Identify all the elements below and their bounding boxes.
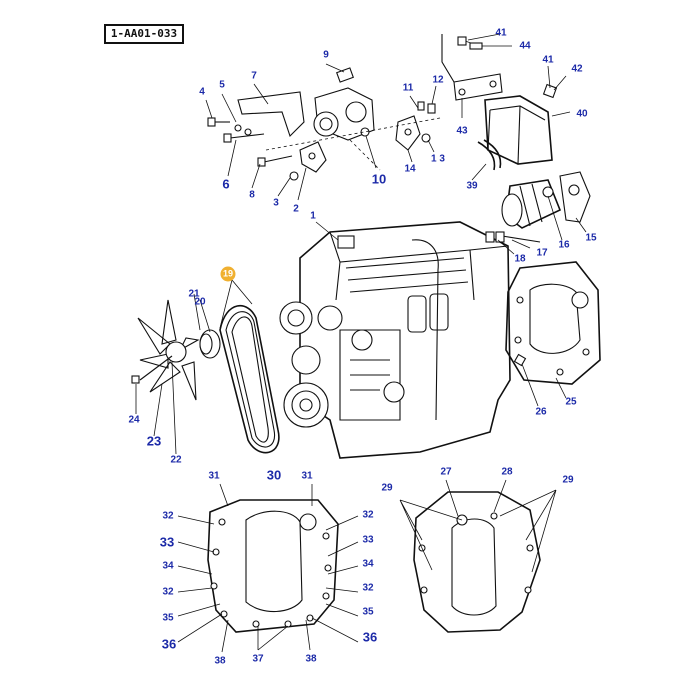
callout-4[interactable]: 4	[199, 86, 205, 98]
callout-16[interactable]: 16	[558, 239, 570, 251]
bracket-assembly	[441, 34, 558, 101]
callout-36-right[interactable]: 36	[362, 629, 378, 645]
fan-22	[131, 299, 200, 401]
callout-41-top[interactable]: 41	[495, 27, 507, 39]
cover-40	[484, 95, 553, 165]
belt-19	[219, 304, 280, 454]
callout-25[interactable]: 25	[565, 396, 577, 408]
callout-33-left[interactable]: 33	[159, 534, 175, 550]
callout-40[interactable]: 40	[576, 108, 588, 120]
callout-37[interactable]: 37	[252, 653, 264, 665]
callout-5[interactable]: 5	[219, 79, 225, 91]
callout-39[interactable]: 39	[466, 180, 478, 192]
callout-32-r2[interactable]: 32	[362, 582, 374, 594]
callout-33-right[interactable]: 33	[362, 534, 374, 546]
callout-35-left[interactable]: 35	[162, 612, 174, 624]
callout-14[interactable]: 14	[404, 163, 416, 175]
callout-17[interactable]: 17	[536, 247, 548, 259]
tensioner-group	[207, 67, 441, 181]
callout-38-right[interactable]: 38	[305, 653, 317, 665]
bracket-15	[559, 171, 591, 223]
callout-22[interactable]: 22	[170, 454, 182, 466]
rear-plate	[399, 479, 557, 633]
callout-10[interactable]: 10	[371, 171, 387, 187]
callout-21[interactable]: 21	[188, 288, 200, 300]
callout-30[interactable]: 30	[266, 467, 282, 483]
callout-1[interactable]: 1	[310, 210, 316, 222]
reference-code: 1-AA01-033	[104, 24, 184, 44]
flywheel-housing-25	[505, 261, 601, 385]
callout-7[interactable]: 7	[251, 70, 257, 82]
callout-29-right[interactable]: 29	[562, 474, 574, 486]
starter-16	[501, 179, 562, 229]
callout-24[interactable]: 24	[128, 414, 140, 426]
callout-34-right[interactable]: 34	[362, 558, 374, 570]
callout-8[interactable]: 8	[249, 189, 255, 201]
callout-18[interactable]: 18	[514, 253, 526, 265]
leader-lines	[135, 33, 587, 455]
callout-32-l1[interactable]: 32	[162, 510, 174, 522]
front-plate-30	[177, 483, 359, 653]
callout-44[interactable]: 44	[519, 40, 531, 52]
callout-32-r1[interactable]: 32	[362, 509, 374, 521]
callout-35-right[interactable]: 35	[362, 606, 374, 618]
callout-31-right[interactable]: 31	[301, 470, 313, 482]
callout-43[interactable]: 43	[456, 125, 468, 137]
dowel-26	[513, 353, 527, 367]
callout-34-left[interactable]: 34	[162, 560, 174, 572]
callout-20[interactable]: 20	[194, 296, 206, 308]
callout-11[interactable]: 11	[402, 82, 414, 94]
callout-29-left[interactable]: 29	[381, 482, 393, 494]
callout-26[interactable]: 26	[535, 406, 547, 418]
callout-41-right[interactable]: 41	[542, 54, 554, 66]
callout-36-left[interactable]: 36	[161, 636, 177, 652]
callout-42[interactable]: 42	[571, 63, 583, 75]
callout-6[interactable]: 6	[222, 176, 230, 192]
callout-9[interactable]: 9	[323, 49, 329, 61]
callout-31-left[interactable]: 31	[208, 470, 220, 482]
callout-13[interactable]: 1 3	[431, 153, 445, 165]
engine-block	[279, 221, 511, 459]
callout-27[interactable]: 27	[440, 466, 452, 478]
callout-19-belt[interactable]: 19	[220, 266, 236, 282]
hose-39	[477, 139, 502, 171]
callout-38-left[interactable]: 38	[214, 655, 226, 667]
callout-28[interactable]: 28	[501, 466, 513, 478]
callout-32-l2[interactable]: 32	[162, 586, 174, 598]
callout-3[interactable]: 3	[273, 197, 279, 209]
pulley-21-20	[199, 329, 221, 359]
callout-15[interactable]: 15	[585, 232, 597, 244]
callout-23[interactable]: 23	[146, 433, 162, 449]
callout-2[interactable]: 2	[293, 203, 299, 215]
callout-12[interactable]: 12	[432, 74, 444, 86]
